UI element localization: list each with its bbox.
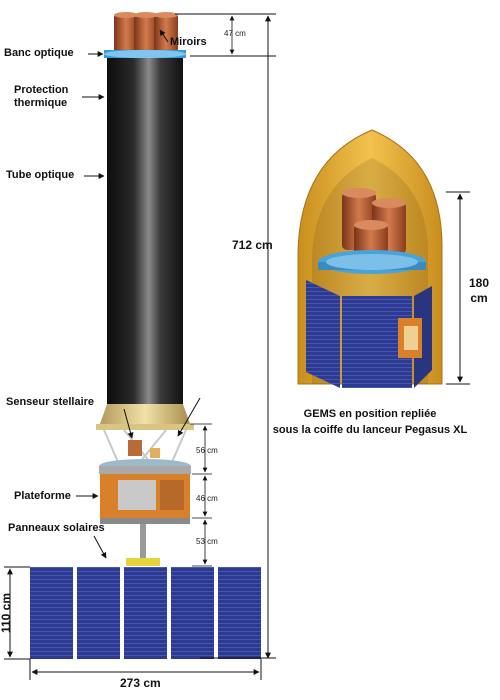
dimension-total-height (175, 13, 276, 659)
tube-flange (96, 404, 194, 430)
label-dim-180: 180 cm (468, 276, 490, 305)
stowed-platform-box (398, 318, 422, 358)
label-pointers (76, 29, 201, 559)
dimension-segments (190, 423, 212, 567)
optical-tube (107, 58, 183, 406)
mirrors (114, 12, 178, 56)
star-sensor (128, 440, 142, 456)
label-dim-273: 273 cm (118, 676, 163, 690)
stowed-bench (318, 250, 426, 274)
label-protection-thermique: Protection thermique (14, 84, 69, 109)
dimension-panel-height (4, 566, 30, 660)
label-dim-56: 56 cm (196, 446, 218, 455)
label-banc-optique: Banc optique (4, 47, 74, 59)
label-senseur-stellaire: Senseur stellaire (6, 396, 95, 408)
label-panneaux-solaires: Panneaux solaires (8, 522, 105, 534)
stowed-caption-line2: sous la coiffe du lanceur Pegasus XL (272, 424, 468, 436)
platform (100, 474, 190, 524)
solar-mast (140, 524, 146, 560)
optical-bench-ring (104, 50, 186, 58)
truss-structure (103, 429, 187, 463)
dimension-stowed (446, 191, 470, 385)
label-dim-53: 53 cm (196, 537, 218, 546)
platform-top-ring (99, 459, 191, 474)
dimension-panel-width (29, 659, 262, 680)
label-plateforme: Plateforme (14, 490, 71, 502)
mast-joint (126, 558, 160, 566)
label-dim-110: 110 cm (0, 592, 14, 634)
label-dim-46: 46 cm (196, 494, 218, 503)
label-dim-47: 47 cm (224, 29, 246, 38)
stowed-solar-panels (306, 280, 432, 388)
solar-panels (30, 567, 261, 659)
label-tube-optique: Tube optique (6, 169, 75, 181)
label-miroirs: Miroirs (170, 36, 207, 48)
star-sensor-2 (150, 448, 160, 458)
stowed-caption-line1: GEMS en position repliée (303, 408, 437, 420)
label-dim-712: 712 cm (232, 238, 273, 252)
